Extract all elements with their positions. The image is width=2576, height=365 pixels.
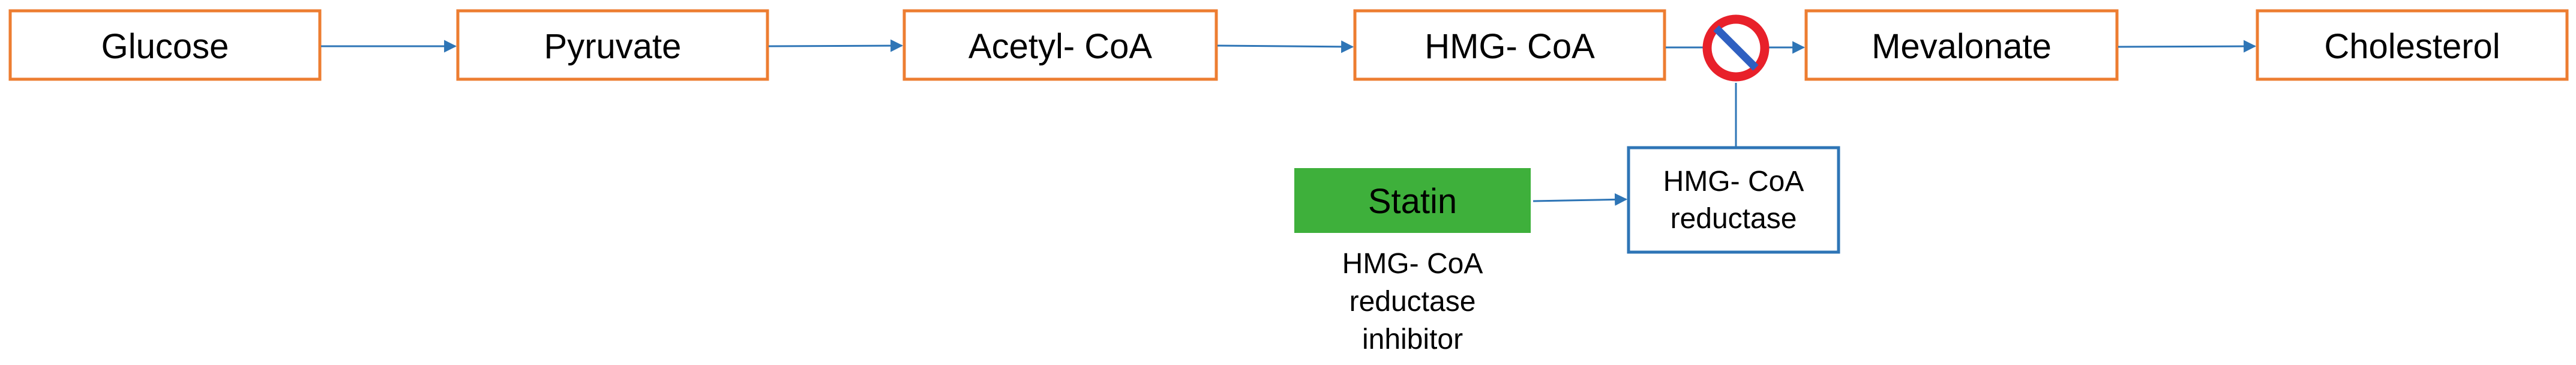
drug-label: Statin — [1368, 182, 1457, 221]
pathway-step-glucose: Glucose — [8, 9, 322, 81]
pathway-step-label: HMG- CoA — [1425, 27, 1595, 66]
drug-caption: HMG- CoA reductase inhibitor — [1342, 248, 1483, 355]
pathway-step-label: Glucose — [101, 27, 229, 66]
enzyme-label-line2: reductase — [1671, 203, 1797, 235]
no-entry-icon — [1702, 14, 1770, 82]
pathway-step-mevalonate: Mevalonate — [1804, 9, 2119, 81]
drug-caption-line2: reductase — [1350, 286, 1476, 318]
arrow-acetyl-coa-to-hmg-coa — [1217, 40, 1354, 53]
pathway-step-acetyl-coa: Acetyl- CoA — [902, 9, 1218, 81]
pathway-step-label: Mevalonate — [1872, 27, 2052, 66]
drug-caption-line1: HMG- CoA — [1342, 248, 1483, 280]
pathway-step-label: Pyruvate — [544, 27, 682, 66]
pathway-step-cholesterol: Cholesterol — [2256, 9, 2569, 81]
arrow-mevalonate-to-cholesterol — [2118, 40, 2257, 53]
arrow-statin-to-enzyme — [1533, 193, 1628, 206]
pathway-step-label: Acetyl- CoA — [968, 27, 1153, 66]
drug-box-statin: Statin — [1294, 168, 1531, 233]
drug-caption-line3: inhibitor — [1362, 324, 1463, 355]
enzyme-box-hmg-coa-reductase: HMG- CoA reductase — [1627, 146, 1840, 254]
pathway-step-hmg-coa: HMG- CoA — [1353, 9, 1666, 81]
enzyme-label-line1: HMG- CoA — [1663, 166, 1804, 198]
pathway-step-pyruvate: Pyruvate — [456, 9, 769, 81]
pathway-step-label: Cholesterol — [2324, 27, 2500, 66]
